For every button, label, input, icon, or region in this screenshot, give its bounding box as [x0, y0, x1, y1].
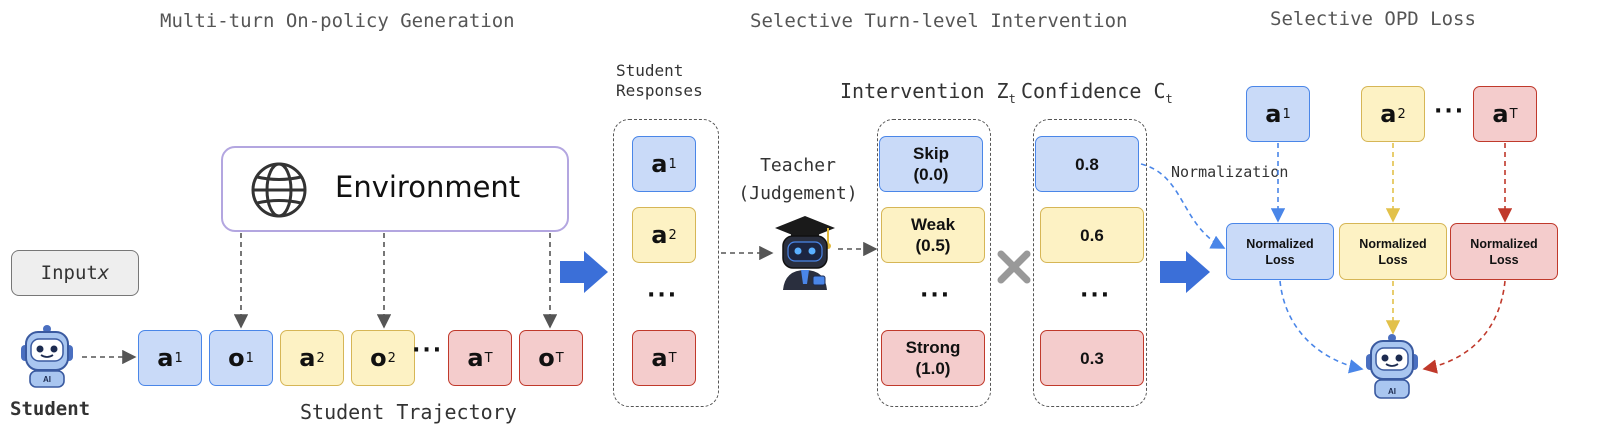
confidence-header: Confidence Ct — [1021, 79, 1173, 106]
trajectory-label: Student Trajectory — [300, 400, 517, 424]
input-text: Input — [40, 262, 98, 284]
normalization-label: Normalization — [1171, 163, 1289, 181]
title-loss: Selective OPD Loss — [1270, 8, 1476, 30]
intervention-weak: Weak(0.5) — [881, 207, 985, 263]
teacher-label: Teacher (Judgement) — [738, 155, 858, 204]
title-generation: Multi-turn On-policy Generation — [160, 10, 515, 32]
intervention-header: Intervention Zt — [840, 79, 1016, 106]
arrow-loss1-to-student — [1279, 280, 1364, 374]
arrow-normalization — [1140, 163, 1226, 249]
multiply-icon — [997, 250, 1031, 284]
globe-icon — [251, 162, 307, 218]
confidence-value-3: 0.3 — [1040, 330, 1144, 386]
final-student-ai-badge: AI — [1388, 387, 1396, 396]
confidence-group — [1033, 119, 1147, 407]
block-arrow-2 — [1160, 251, 1210, 293]
final-student-robot-icon — [1366, 334, 1418, 399]
block-arrow-1 — [560, 251, 608, 293]
environment-box: Environment — [221, 146, 569, 232]
intervention-strong: Strong(1.0) — [881, 330, 985, 386]
teacher-robot-icon — [775, 216, 835, 290]
student-ai-badge: AI — [43, 375, 51, 384]
student-responses-group — [613, 119, 719, 407]
input-var: x — [97, 262, 110, 284]
student-label: Student — [10, 398, 91, 420]
student-robot-icon — [21, 325, 73, 388]
trajectory-ellipsis: ··· — [412, 338, 444, 363]
environment-label: Environment — [335, 170, 521, 204]
confidence-value-1: 0.8 — [1035, 136, 1139, 192]
intervention-group — [877, 119, 991, 407]
intervention-ellipsis: ··· — [920, 283, 952, 308]
intervention-skip: Skip(0.0) — [879, 136, 983, 192]
title-intervention: Selective Turn-level Intervention — [750, 10, 1128, 32]
student-responses-label: Student Responses — [616, 61, 703, 100]
loss-ellipsis: ··· — [1434, 99, 1466, 124]
confidence-ellipsis: ··· — [1080, 283, 1112, 308]
responses-ellipsis: ··· — [647, 283, 679, 308]
arrow-loss3-to-student — [1422, 280, 1506, 374]
confidence-value-2: 0.6 — [1040, 207, 1144, 263]
input-bubble: Input x — [11, 250, 139, 296]
